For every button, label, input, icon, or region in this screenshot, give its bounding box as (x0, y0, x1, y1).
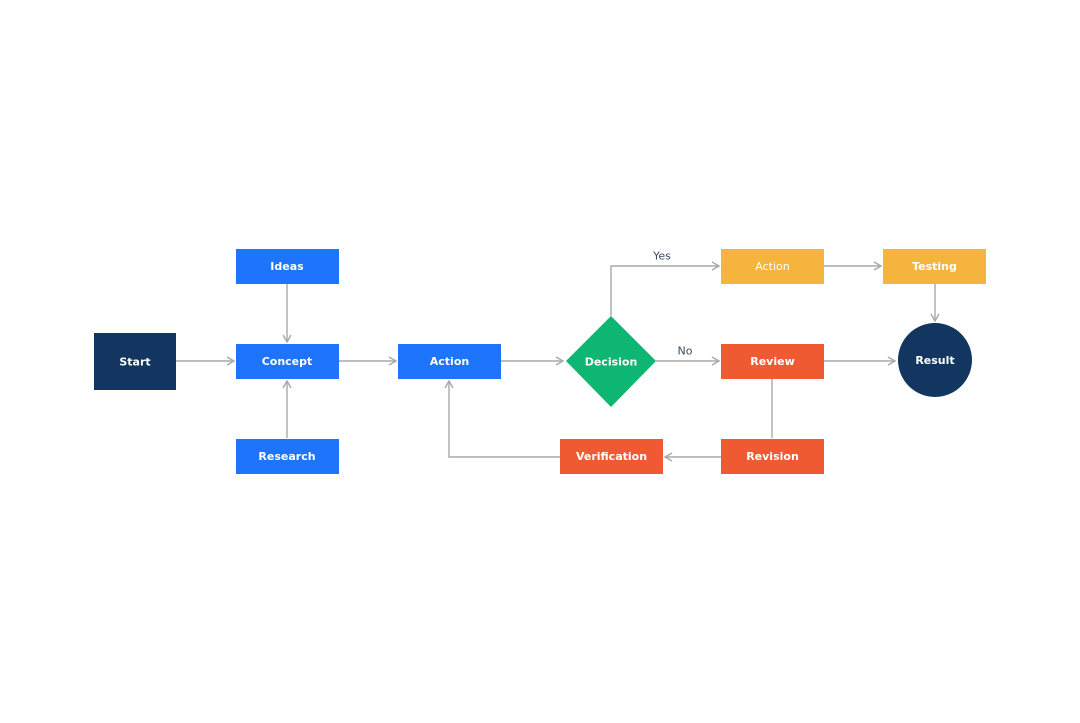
edge-label-yes: Yes (652, 250, 671, 263)
edge-decision-yes-to-action (610, 261, 721, 316)
node-testing: Testing (883, 249, 986, 284)
node-verification-label: Verification (576, 450, 647, 463)
edge-label-no: No (678, 345, 693, 358)
node-review-label: Review (750, 355, 795, 368)
edge-verification-to-action (444, 379, 560, 458)
node-concept: Concept (236, 344, 339, 379)
node-verification: Verification (560, 439, 663, 474)
node-result-label: Result (915, 354, 954, 367)
node-ideas-label: Ideas (270, 260, 304, 273)
node-action-main-label: Action (430, 355, 469, 368)
node-revision-label: Revision (746, 450, 799, 463)
node-action-main: Action (398, 344, 501, 379)
node-result: Result (898, 323, 972, 397)
node-decision-label: Decision (585, 356, 638, 369)
node-ideas: Ideas (236, 249, 339, 284)
connectors (176, 261, 940, 462)
node-decision: Decision (566, 316, 656, 407)
node-revision: Revision (721, 439, 824, 474)
node-start: Start (94, 333, 176, 390)
node-action-yes: Action (721, 249, 824, 284)
node-start-label: Start (119, 356, 150, 369)
node-testing-label: Testing (912, 260, 957, 273)
node-review: Review (721, 344, 824, 379)
node-research: Research (236, 439, 339, 474)
node-action-yes-label: Action (755, 260, 789, 273)
node-concept-label: Concept (262, 355, 313, 368)
node-research-label: Research (258, 450, 315, 463)
